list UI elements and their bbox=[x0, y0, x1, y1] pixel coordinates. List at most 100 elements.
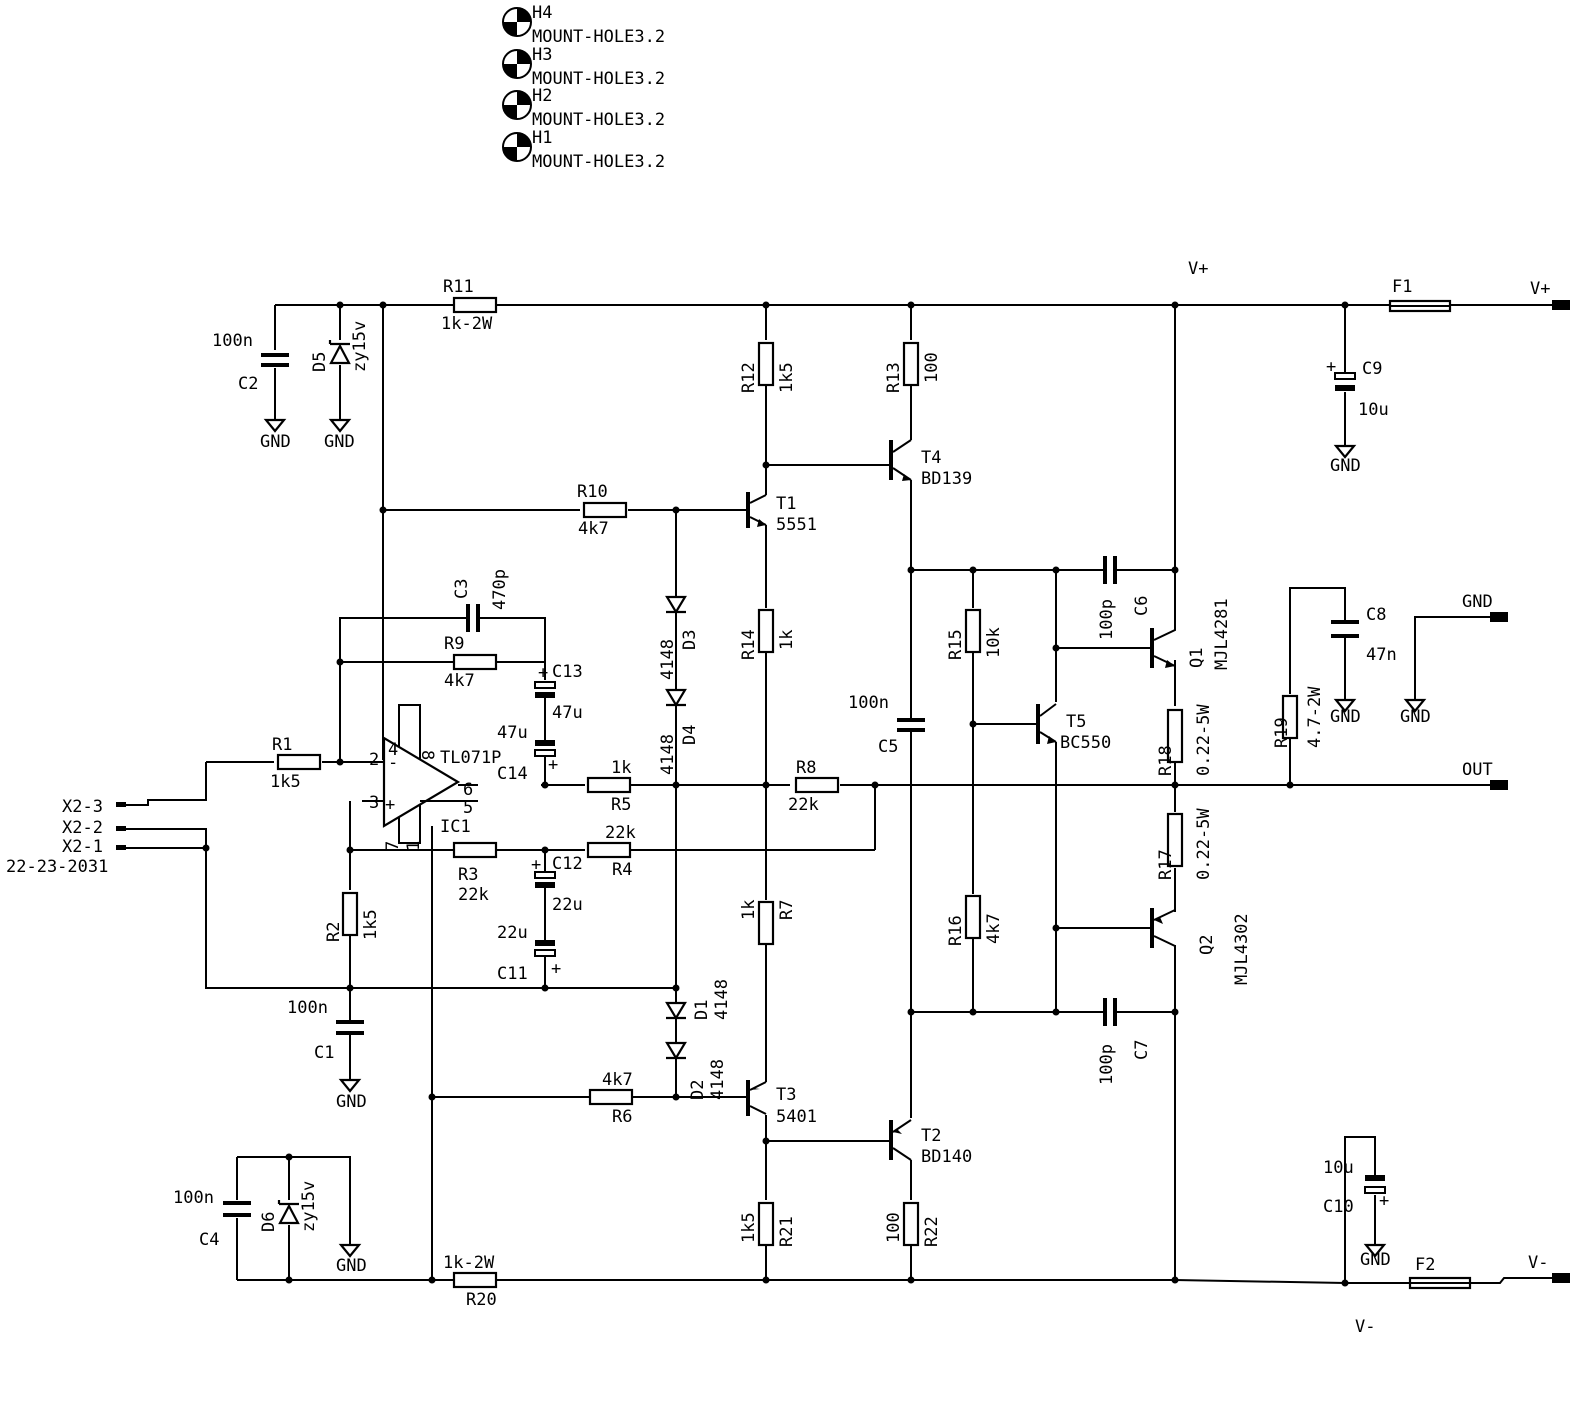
q1-value: MJL4281 bbox=[1212, 598, 1232, 670]
terminals: V+ V+ GND OUT V- V- bbox=[1188, 259, 1570, 1337]
gnd-label: GND bbox=[1400, 707, 1431, 727]
resistor-r8: R8 22k bbox=[788, 758, 840, 815]
c14-value: 47u bbox=[497, 723, 528, 743]
r10-value: 4k7 bbox=[578, 519, 609, 539]
gnd-icon: GND bbox=[336, 1078, 367, 1112]
r16-value: 4k7 bbox=[984, 913, 1004, 944]
ground-symbols: GND GND GND GND GND GND GND GND bbox=[260, 418, 1431, 1276]
capacitor-c13: + C13 47u bbox=[534, 662, 583, 723]
c4-ref: C4 bbox=[199, 1230, 219, 1250]
opamp-ref: IC1 bbox=[440, 817, 471, 837]
c9-ref: C9 bbox=[1362, 359, 1382, 379]
capacitor-c8: C8 47n bbox=[1331, 605, 1397, 665]
fuse-f2: F2 bbox=[1408, 1255, 1472, 1290]
capacitor-c12: + C12 22u bbox=[531, 854, 583, 915]
gnd-label: GND bbox=[1330, 707, 1361, 727]
r12-ref: R12 bbox=[739, 362, 759, 393]
fuse-f1: F1 bbox=[1388, 277, 1452, 313]
mount-holes: H4 MOUNT-HOLE3.2 H3 MOUNT-HOLE3.2 H2 MOU… bbox=[502, 3, 665, 172]
c8-value: 47n bbox=[1366, 645, 1397, 665]
r15-ref: R15 bbox=[946, 629, 966, 660]
gnd-icon: GND bbox=[1360, 1243, 1391, 1270]
c13-ref: C13 bbox=[552, 662, 583, 682]
opamp-value: TL071P bbox=[440, 748, 501, 768]
r21-ref: R21 bbox=[777, 1216, 797, 1247]
r17-value: 0.22-5W bbox=[1194, 808, 1214, 880]
d6-ref: D6 bbox=[259, 1212, 279, 1232]
resistors: R11 1k-2W R12 1k5 R13 100 R10 4k7 R9 4k7… bbox=[270, 277, 1325, 1310]
r10-ref: R10 bbox=[577, 482, 608, 502]
r22-ref: R22 bbox=[922, 1216, 942, 1247]
r15-value: 10k bbox=[984, 627, 1004, 658]
capacitor-c4: 100n C4 bbox=[173, 1188, 251, 1250]
c8-ref: C8 bbox=[1366, 605, 1386, 625]
diodes: D5 zy15v 4148 D3 4148 D4 D1 4148 D2 4148… bbox=[259, 321, 732, 1232]
net-label-vminus-bottom: V- bbox=[1355, 1317, 1375, 1337]
t1-ref: T1 bbox=[776, 494, 796, 514]
opamp-ic1: - + 2 3 4 8 6 5 1 7 TL071P IC1 bbox=[369, 704, 501, 851]
connector-pin3: X2-3 bbox=[62, 797, 103, 817]
gnd-icon: GND bbox=[336, 1243, 367, 1276]
net-label-vplus-terminal: V+ bbox=[1530, 279, 1550, 299]
mount-hole-ref: H2 bbox=[532, 86, 552, 106]
r11-ref: R11 bbox=[443, 277, 474, 297]
mount-hole-value: MOUNT-HOLE3.2 bbox=[532, 110, 665, 130]
c4-value: 100n bbox=[173, 1188, 214, 1208]
r7-value: 1k bbox=[739, 900, 759, 920]
wires bbox=[120, 304, 1552, 1284]
resistor-r1: R1 1k5 bbox=[270, 735, 322, 792]
r2-value: 1k5 bbox=[361, 909, 381, 940]
resistor-r6: 4k7 R6 bbox=[588, 1070, 634, 1127]
fuses: F1 F2 bbox=[1388, 277, 1472, 1290]
r8-ref: R8 bbox=[796, 758, 816, 778]
r16-ref: R16 bbox=[946, 915, 966, 946]
gnd-icon: GND bbox=[1400, 698, 1431, 727]
c6-value: 100p bbox=[1097, 599, 1117, 640]
resistor-r17: R17 0.22-5W bbox=[1156, 808, 1214, 880]
r19-value: 4.7-2W bbox=[1305, 686, 1325, 748]
r19-ref: R19 bbox=[1272, 717, 1292, 748]
transistor-t5: T5 BC550 bbox=[1036, 703, 1111, 753]
connector-pin2: X2-2 bbox=[62, 818, 103, 838]
gnd-label: GND bbox=[260, 432, 291, 452]
resistor-r20: 1k-2W R20 bbox=[443, 1253, 498, 1310]
connector-part: 22-23-2031 bbox=[6, 857, 108, 877]
q2-value: MJL4302 bbox=[1232, 913, 1252, 985]
plus-mark: + bbox=[548, 755, 558, 775]
r14-ref: R14 bbox=[739, 629, 759, 660]
c11-ref: C11 bbox=[497, 964, 528, 984]
capacitor-c9: + C9 10u bbox=[1326, 357, 1389, 420]
c2-value: 100n bbox=[212, 331, 253, 351]
c7-value: 100p bbox=[1097, 1044, 1117, 1085]
c12-value: 22u bbox=[552, 895, 583, 915]
plus-mark: + bbox=[1326, 357, 1336, 377]
r3-value: 22k bbox=[458, 885, 489, 905]
transistor-q1: Q1 MJL4281 bbox=[1150, 570, 1232, 670]
r4-ref: R4 bbox=[612, 860, 632, 880]
d6-value: zy15v bbox=[299, 1181, 319, 1232]
resistor-r3: R3 22k bbox=[452, 841, 498, 905]
transistor-t1: T1 5551 bbox=[746, 492, 817, 535]
c5-value: 100n bbox=[848, 693, 889, 713]
t3-ref: T3 bbox=[776, 1085, 796, 1105]
d1-value: 4148 bbox=[712, 979, 732, 1020]
net-label-vplus-top: V+ bbox=[1188, 259, 1208, 279]
opamp-pin4: 4 bbox=[388, 740, 398, 760]
q1-ref: Q1 bbox=[1187, 648, 1207, 668]
transistor-t2: T2 BD140 bbox=[889, 1119, 972, 1167]
resistor-r7: 1k R7 bbox=[739, 900, 797, 946]
plus-mark: + bbox=[538, 663, 548, 683]
mount-hole-ref: H1 bbox=[532, 128, 552, 148]
capacitor-c7: 100p C7 bbox=[1097, 998, 1152, 1085]
connector-x2: X2-3 X2-2 X2-1 22-23-2031 bbox=[6, 797, 126, 877]
resistor-r16: R16 4k7 bbox=[946, 894, 1004, 946]
resistor-r14: R14 1k bbox=[739, 608, 797, 660]
r11-value: 1k-2W bbox=[441, 314, 493, 334]
gnd-icon: GND bbox=[260, 418, 291, 452]
resistor-r13: R13 100 bbox=[884, 341, 942, 393]
net-label-vminus-terminal: V- bbox=[1528, 1253, 1548, 1273]
resistor-r21: 1k5 R21 bbox=[739, 1201, 797, 1247]
diode-d1: D1 4148 bbox=[665, 979, 732, 1021]
d2-value: 4148 bbox=[708, 1059, 728, 1100]
r5-ref: R5 bbox=[611, 795, 631, 815]
